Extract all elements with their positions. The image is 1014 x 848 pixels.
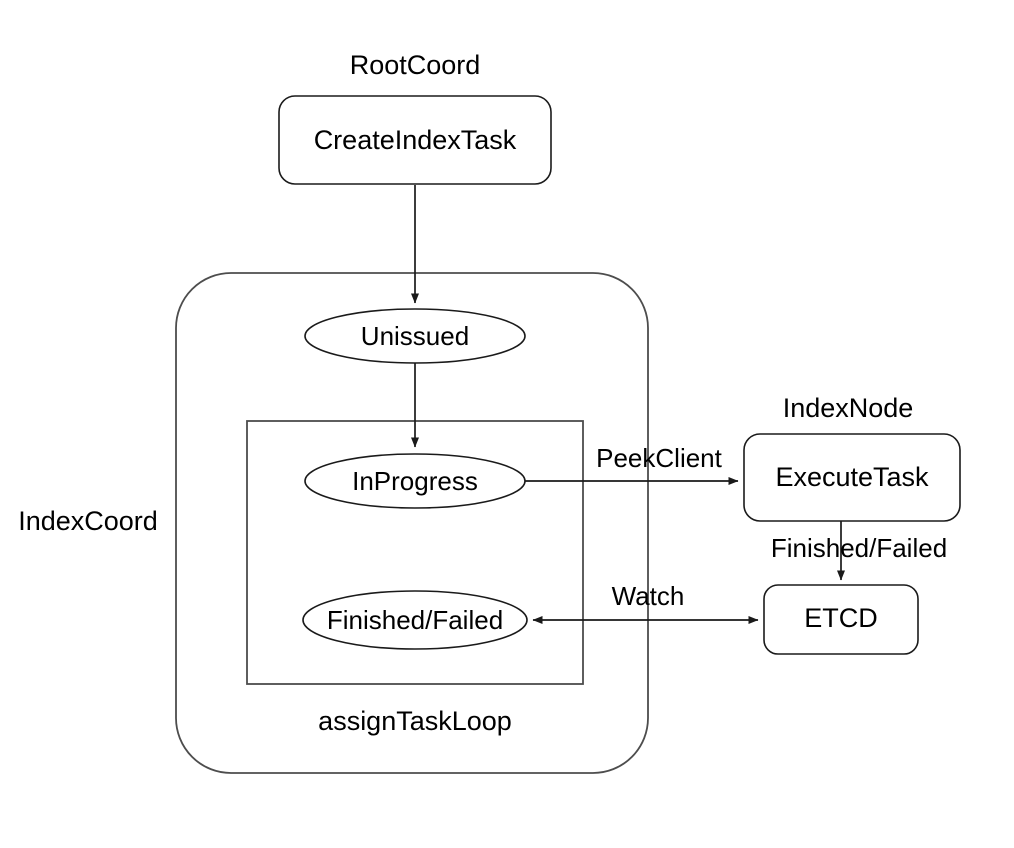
node-create-index-task-label: CreateIndexTask (314, 125, 517, 155)
node-in-progress-label: InProgress (352, 466, 478, 496)
group-label-rootcoord: RootCoord (350, 50, 481, 80)
node-in-progress[interactable] (304, 453, 526, 509)
group-label-indexnode: IndexNode (783, 393, 914, 423)
node-execute-task[interactable] (743, 433, 961, 522)
node-unissued-label: Unissued (361, 321, 469, 351)
indexcoord-container (175, 272, 649, 774)
node-finished-failed-state-label: Finished/Failed (327, 605, 503, 635)
node-create-index-task[interactable] (278, 95, 552, 185)
group-label-indexcoord: IndexCoord (18, 506, 158, 536)
node-etcd[interactable] (763, 584, 919, 655)
group-label-assigntaskloop: assignTaskLoop (318, 706, 512, 736)
edge-label-finished-failed: Finished/Failed (771, 533, 947, 563)
node-execute-task-label: ExecuteTask (775, 462, 929, 492)
edge-label-watch: Watch (612, 581, 685, 611)
node-finished-failed-state[interactable] (302, 590, 528, 650)
node-etcd-label: ETCD (804, 603, 878, 633)
edge-label-peekclient: PeekClient (596, 443, 723, 473)
node-unissued[interactable] (304, 308, 526, 364)
